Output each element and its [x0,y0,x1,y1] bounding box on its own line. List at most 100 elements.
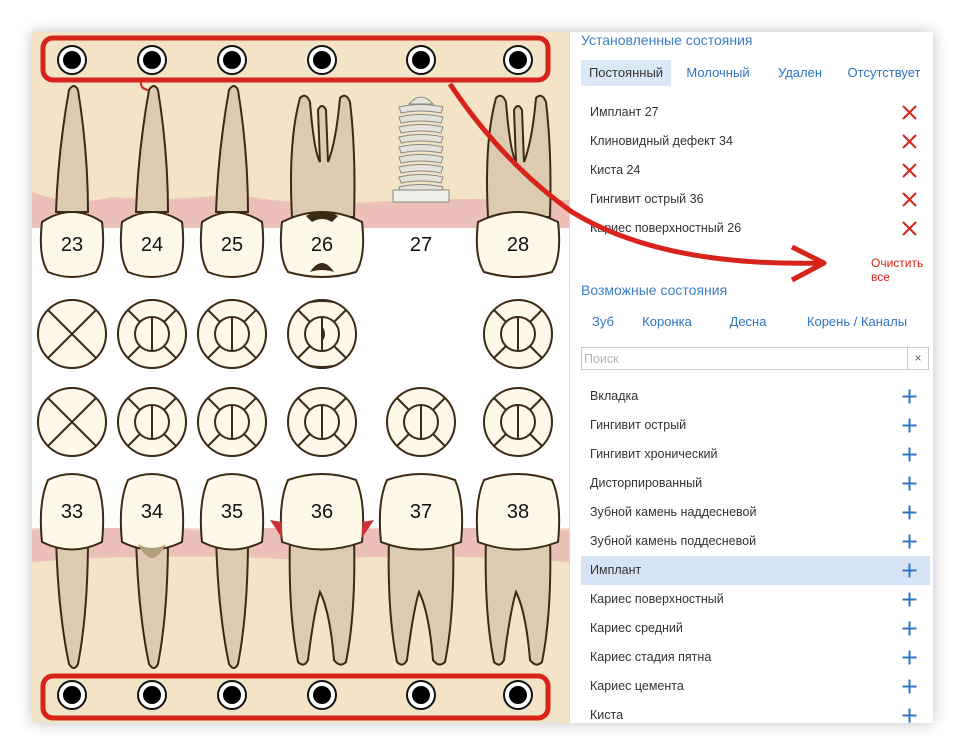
tooth-number: 27 [410,234,432,256]
tooth-number: 34 [141,501,163,523]
occlusal-upper-23[interactable] [37,299,107,369]
installed-item: Гингивит острый 36 [581,185,930,214]
possible-item-label: Зубной камень поддесневой [590,534,757,548]
possible-tab-2[interactable]: Десна [729,314,767,329]
occlusal-upper-25[interactable] [197,299,267,369]
dot-fill [509,51,527,69]
occlusal-upper-28[interactable] [483,299,553,369]
plus-icon[interactable] [901,591,918,608]
plus-icon[interactable] [901,620,918,637]
gingivitis-mark [362,520,374,538]
upper-select-dot[interactable] [503,45,533,75]
installed-tab-1[interactable]: Молочный [686,65,750,80]
remove-icon[interactable] [901,162,918,179]
tooth-number: 23 [61,234,83,256]
installed-item: Клиновидный дефект 34 [581,127,930,156]
tooth-root [288,536,356,666]
possible-item[interactable]: Кариес поверхностный [581,585,930,614]
possible-item[interactable]: Гингивит хронический [581,440,930,469]
possible-item[interactable]: Кариес стадия пятна [581,643,930,672]
lower-tooth-35[interactable]: 35 [199,473,265,669]
occlusal-lower-38[interactable] [483,387,553,457]
plus-icon-stroke [902,592,917,607]
plus-icon[interactable] [901,707,918,723]
occlusal-lower-36[interactable] [287,387,357,457]
installed-tab-2[interactable]: Удален [777,65,823,80]
possible-tab-0[interactable]: Зуб [592,314,614,329]
plus-icon-stroke [902,563,917,578]
plus-icon[interactable] [901,504,918,521]
lower-tooth-34[interactable]: 34 [119,473,185,669]
remove-icon[interactable] [901,133,918,150]
occlusal-lower-35[interactable] [197,387,267,457]
occlusal-lower-34[interactable] [117,387,187,457]
dot-fill [143,51,161,69]
possible-item[interactable]: Дисторпированный [581,469,930,498]
upper-select-dot[interactable] [307,45,337,75]
possible-item[interactable]: Вкладка [581,382,930,411]
dot-fill [223,51,241,69]
plus-icon[interactable] [901,678,918,695]
tooth-number: 35 [221,501,243,523]
possible-item[interactable]: Имплант [581,556,930,585]
clear-all-link[interactable]: Очистить все [871,256,924,284]
possible-tab-3[interactable]: Корень / Каналы [806,314,908,329]
upper-tooth-26[interactable]: 26 [279,94,365,278]
lower-tooth-37[interactable]: 37 [378,473,464,666]
lower-select-dot[interactable] [406,680,436,710]
lower-tooth-33[interactable]: 33 [39,473,105,669]
lower-select-dot[interactable] [57,680,87,710]
tooth-crown [119,211,185,278]
lower-select-dot[interactable] [217,680,247,710]
possible-item[interactable]: Гингивит острый [581,411,930,440]
tooth-number: 37 [410,501,432,523]
tooth-number: 38 [507,501,529,523]
upper-tooth-25[interactable]: 25 [199,85,265,278]
installed-item-label: Имплант 27 [590,105,659,119]
plus-icon[interactable] [901,475,918,492]
occlusal-upper-24[interactable] [117,299,187,369]
upper-select-dot[interactable] [217,45,247,75]
search-input[interactable] [584,348,904,369]
occlusal-lower-37[interactable] [386,387,456,457]
tooth-root [387,536,455,666]
upper-select-dot[interactable] [57,45,87,75]
upper-tooth-27[interactable]: 27 [392,96,450,256]
possible-item[interactable]: Зубной камень поддесневой [581,527,930,556]
possible-item[interactable]: Кариес средний [581,614,930,643]
possible-item[interactable]: Кариес цемента [581,672,930,701]
possible-tab-1[interactable]: Коронка [642,314,692,329]
upper-tooth-24[interactable]: 24 [119,77,185,278]
lower-select-dot[interactable] [503,680,533,710]
occlusal-lines [207,309,257,359]
occlusal-upper-26[interactable] [287,299,357,369]
plus-icon[interactable] [901,562,918,579]
upper-tooth-23[interactable]: 23 [39,85,105,278]
tooth-root [486,94,552,218]
dot-fill [313,686,331,704]
plus-icon[interactable] [901,649,918,666]
plus-icon[interactable] [901,446,918,463]
possible-item[interactable]: Киста [581,701,930,723]
upper-select-dot[interactable] [137,45,167,75]
plus-icon[interactable] [901,388,918,405]
lower-tooth-36[interactable]: 36 [270,473,374,666]
possible-item[interactable]: Зубной камень наддесневой [581,498,930,527]
remove-icon[interactable] [901,104,918,121]
lower-select-dot[interactable] [137,680,167,710]
search-clear-button[interactable]: × [907,348,928,369]
remove-icon-stroke [902,105,917,120]
plus-icon[interactable] [901,417,918,434]
remove-icon[interactable] [901,191,918,208]
occlusal-lower-33[interactable] [37,387,107,457]
installed-tab-3[interactable]: Отсутствует [847,65,921,80]
plus-icon[interactable] [901,533,918,550]
occlusal-lines [297,397,347,447]
remove-icon[interactable] [901,220,918,237]
lower-select-dot[interactable] [307,680,337,710]
upper-select-dot[interactable] [406,45,436,75]
lower-tooth-38[interactable]: 38 [475,473,561,666]
installed-tab-0[interactable]: Постоянный [581,60,671,86]
